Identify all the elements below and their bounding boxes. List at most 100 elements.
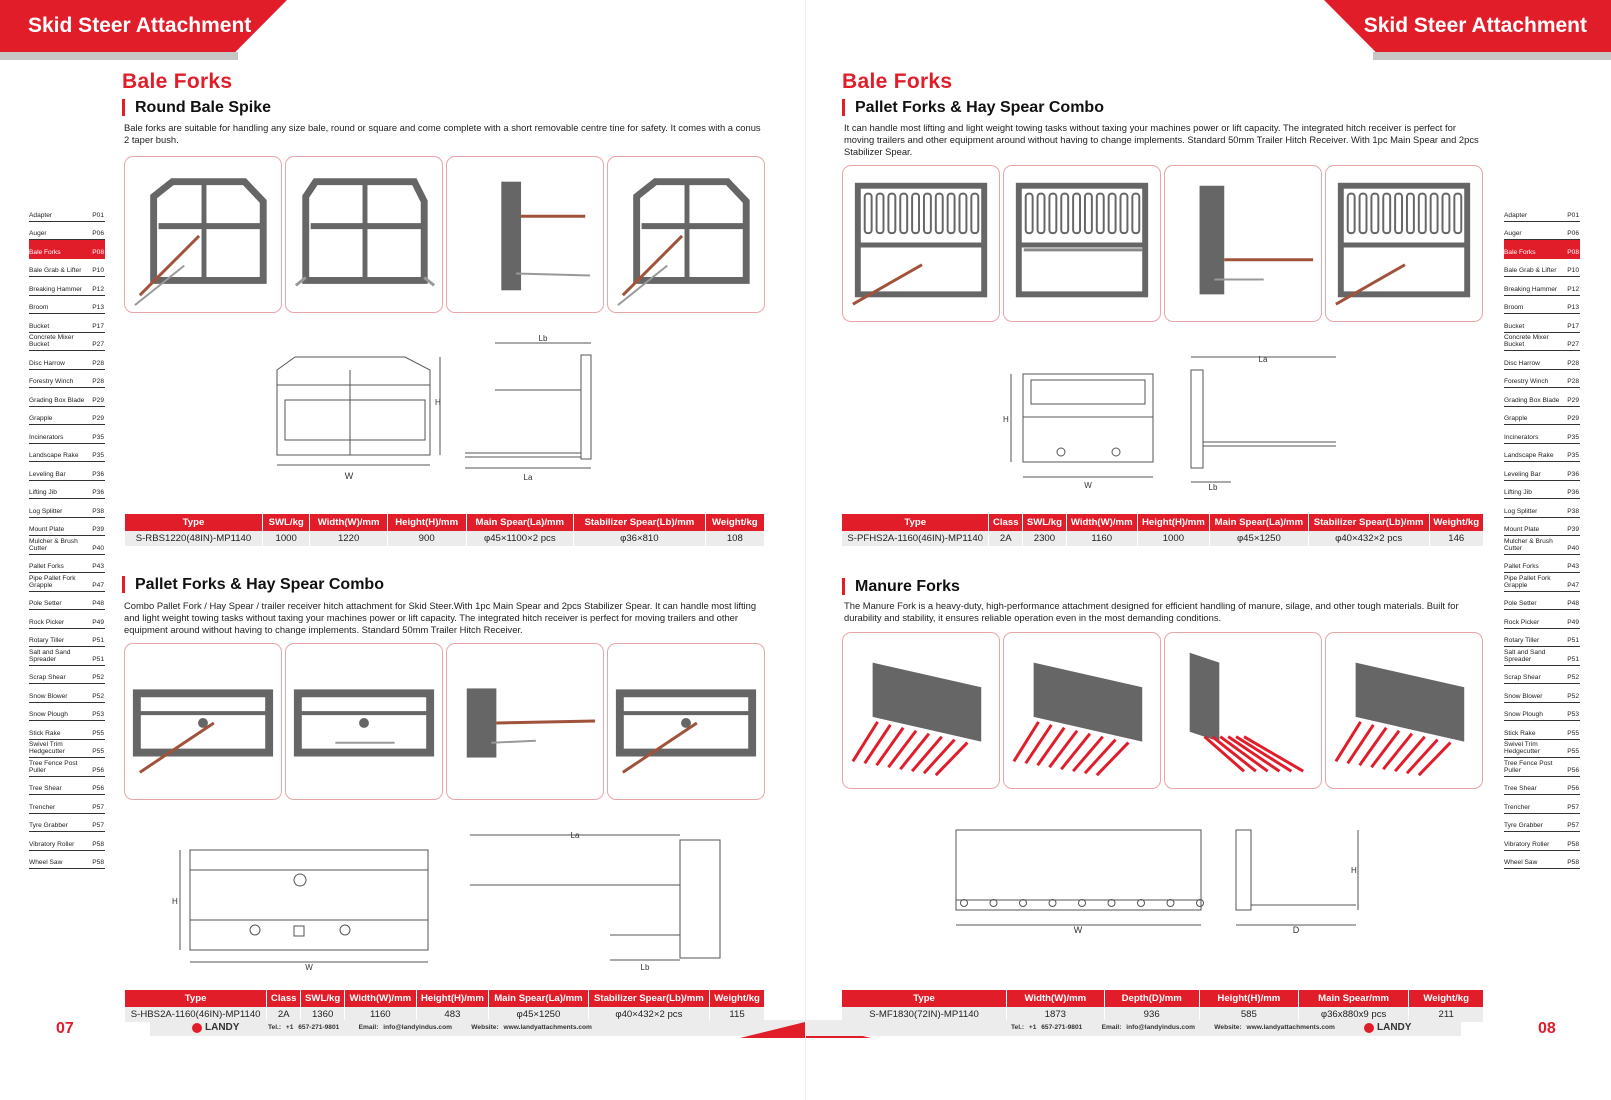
table-cell: 585 — [1199, 1007, 1299, 1022]
toc-item-label: Swivel Trim Hedgecutter — [29, 741, 65, 755]
toc-item-label: Landscape Rake — [1504, 452, 1554, 459]
table-cell: 108 — [705, 531, 766, 546]
product-photo — [1325, 165, 1483, 322]
product-render — [293, 689, 435, 757]
toc-item-page: P35 — [92, 433, 104, 441]
toc-item-page: P27 — [92, 341, 104, 348]
table-cell: 115 — [709, 1007, 765, 1022]
column-header: Weight/kg — [709, 990, 765, 1007]
footer-bar — [806, 1020, 1461, 1036]
toc-item-page: P36 — [92, 470, 104, 478]
toc-item-page: P55 — [1567, 729, 1579, 737]
toc-item-label: Forestry Winch — [29, 378, 74, 385]
column-header: Height(H)/mm — [387, 514, 467, 531]
product-render — [1335, 182, 1471, 306]
column-header: Weight/kg — [1429, 514, 1484, 531]
toc-item-page: P49 — [1567, 618, 1579, 626]
toc-item-label: Auger — [1504, 230, 1522, 237]
toc-item-label: Pipe Pallet Fork Grapple — [29, 574, 76, 589]
banner-shadow — [1373, 52, 1611, 60]
toc-item-label: Salt and Sand Spreader — [29, 648, 71, 663]
toc-item-page: P27 — [1567, 341, 1579, 348]
table-cell: 2A — [988, 531, 1024, 546]
section-description: Combo Pallet Fork / Hay Spear / trailer … — [124, 600, 757, 635]
toc-item-label: Bale Grab & Lifter — [1504, 267, 1557, 274]
toc-item-label: Snow Plough — [1504, 711, 1543, 718]
